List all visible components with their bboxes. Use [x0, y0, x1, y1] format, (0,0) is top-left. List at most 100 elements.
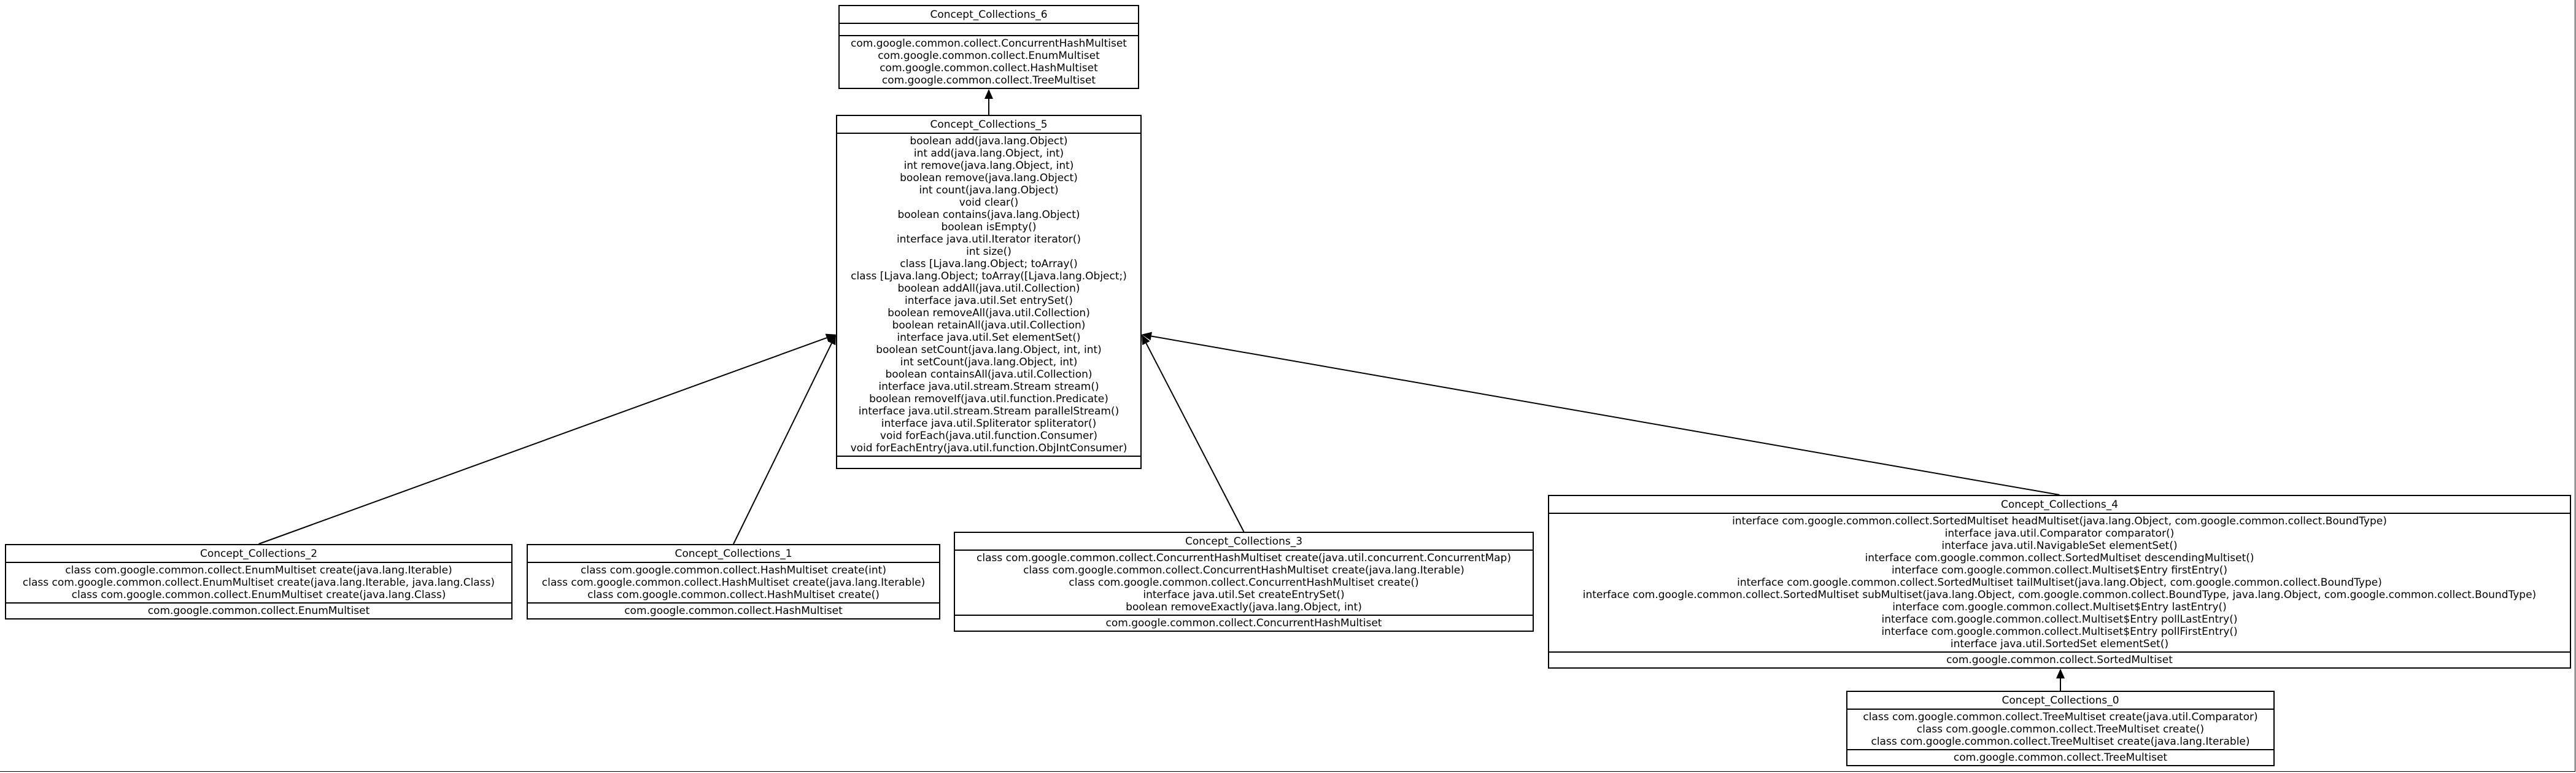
attribute-line: void forEach(java.util.function.Consumer…	[880, 430, 1098, 442]
attribute-line: interface com.google.common.collect.Sort…	[1737, 577, 2382, 589]
attribute-line: class [Ljava.lang.Object; toArray([Ljava…	[851, 270, 1127, 282]
arrowhead-c4-c5	[1142, 332, 1152, 341]
arrowhead-c5-c6	[984, 89, 993, 99]
node-objects: com.google.common.collect.ConcurrentHash…	[840, 35, 1138, 88]
attribute-line: class com.google.common.collect.HashMult…	[541, 577, 926, 589]
arrowhead-c2-c5	[825, 333, 836, 342]
attribute-line: boolean removeExactly(java.lang.Object, …	[1126, 601, 1362, 613]
node-objects: com.google.common.collect.ConcurrentHash…	[955, 615, 1533, 631]
attribute-line: boolean contains(java.lang.Object)	[897, 209, 1080, 221]
object-line: com.google.common.collect.EnumMultiset	[147, 605, 370, 617]
node-title: Concept_Collections_3	[1185, 535, 1303, 548]
attribute-line: interface com.google.common.collect.Mult…	[1881, 626, 2238, 638]
attribute-line: int size()	[966, 246, 1011, 258]
attribute-line: class com.google.common.collect.HashMult…	[587, 589, 880, 601]
edge-c1-c5	[733, 343, 832, 545]
attribute-line: interface com.google.common.collect.Sort…	[1582, 589, 2537, 601]
attribute-line: interface java.util.stream.Stream stream…	[878, 381, 1099, 393]
attribute-line: int setCount(java.lang.Object, int)	[900, 356, 1078, 368]
arrowhead-c1-c5	[827, 334, 836, 346]
object-line: com.google.common.collect.ConcurrentHash…	[1105, 617, 1382, 629]
attribute-line: class com.google.common.collect.Concurre…	[1069, 577, 1419, 589]
attribute-line: interface java.util.NavigableSet element…	[1941, 540, 2178, 552]
attribute-line: class com.google.common.collect.TreeMult…	[1916, 723, 2205, 736]
attribute-line: boolean isEmpty()	[941, 221, 1037, 233]
object-line: com.google.common.collect.EnumMultiset	[878, 50, 1100, 62]
concept-node-1[interactable]: Concept_Collections_1 class com.google.c…	[527, 544, 940, 620]
object-line: com.google.common.collect.HashMultiset	[624, 605, 843, 617]
attribute-line: int add(java.lang.Object, int)	[913, 147, 1064, 160]
node-attributes: class com.google.common.collect.Concurre…	[955, 550, 1533, 615]
node-attributes: class com.google.common.collect.TreeMult…	[1847, 709, 2273, 749]
node-title: Concept_Collections_1	[675, 548, 792, 560]
attribute-line: interface com.google.common.collect.Mult…	[1892, 601, 2227, 613]
node-title: Concept_Collections_6	[930, 9, 1048, 21]
node-attributes: interface com.google.common.collect.Sort…	[1549, 513, 2570, 651]
node-attributes: class com.google.common.collect.HashMult…	[528, 562, 939, 602]
node-title: Concept_Collections_0	[2002, 694, 2119, 707]
attribute-line: interface java.util.Iterator iterator()	[896, 233, 1081, 246]
node-attributes: class com.google.common.collect.EnumMult…	[6, 562, 511, 602]
concept-node-2[interactable]: Concept_Collections_2 class com.google.c…	[5, 544, 512, 620]
edge-c4-c5	[1151, 335, 2060, 495]
node-title: Concept_Collections_2	[199, 548, 318, 560]
concept-node-3[interactable]: Concept_Collections_3 class com.google.c…	[954, 532, 1534, 632]
object-line: com.google.common.collect.HashMultiset	[880, 62, 1098, 74]
attribute-line: boolean setCount(java.lang.Object, int, …	[876, 344, 1102, 356]
attribute-line: interface com.google.common.collect.Mult…	[1891, 564, 2228, 577]
attribute-line: class com.google.common.collect.EnumMult…	[22, 577, 495, 589]
node-title: Concept_Collections_5	[930, 118, 1048, 131]
concept-node-0[interactable]: Concept_Collections_0 class com.google.c…	[1846, 691, 2275, 766]
object-line: com.google.common.collect.TreeMultiset	[1953, 752, 2168, 764]
concept-node-4[interactable]: Concept_Collections_4 interface com.goog…	[1548, 495, 2571, 669]
node-objects: com.google.common.collect.SortedMultiset	[1549, 651, 2570, 667]
attribute-line: class com.google.common.collect.TreeMult…	[1871, 736, 2250, 748]
attribute-line: boolean removeIf(java.util.function.Pred…	[869, 393, 1108, 405]
node-objects	[837, 456, 1140, 468]
node-title: Concept_Collections_4	[2000, 499, 2119, 511]
attribute-line: boolean containsAll(java.util.Collection…	[885, 368, 1093, 381]
attribute-line: interface java.util.Comparator comparato…	[1944, 527, 2175, 540]
attribute-line: boolean remove(java.lang.Object)	[900, 172, 1078, 184]
node-objects: com.google.common.collect.EnumMultiset	[6, 602, 511, 618]
attribute-line: boolean add(java.lang.Object)	[910, 135, 1068, 147]
object-line: com.google.common.collect.SortedMultiset	[1946, 654, 2173, 666]
attribute-line: boolean removeAll(java.util.Collection)	[888, 307, 1090, 319]
edge-c3-c5	[1145, 343, 1245, 532]
attribute-line: interface com.google.common.collect.Sort…	[1732, 515, 2387, 527]
attribute-line: interface java.util.stream.Stream parall…	[858, 405, 1120, 418]
node-attributes	[840, 23, 1138, 35]
node-objects: com.google.common.collect.TreeMultiset	[1847, 749, 2273, 765]
attribute-line: void forEachEntry(java.util.function.Obj…	[850, 442, 1127, 454]
attribute-line: interface java.util.SortedSet elementSet…	[1950, 638, 2169, 650]
attribute-line: boolean addAll(java.util.Collection)	[897, 282, 1080, 295]
concept-node-5[interactable]: Concept_Collections_5 boolean add(java.l…	[836, 115, 1142, 469]
object-line: com.google.common.collect.ConcurrentHash…	[851, 37, 1127, 50]
attribute-line: int count(java.lang.Object)	[919, 184, 1059, 196]
attribute-line: interface java.util.Set entrySet()	[905, 295, 1073, 307]
node-objects: com.google.common.collect.HashMultiset	[528, 602, 939, 618]
attribute-line: class com.google.common.collect.TreeMult…	[1863, 711, 2258, 723]
attribute-line: class [Ljava.lang.Object; toArray()	[900, 258, 1078, 270]
attribute-line: interface com.google.common.collect.Sort…	[1865, 552, 2254, 564]
node-attributes: boolean add(java.lang.Object)int add(jav…	[837, 133, 1140, 456]
object-line: com.google.common.collect.TreeMultiset	[881, 74, 1096, 87]
edge-c2-c5	[258, 337, 827, 545]
attribute-line: interface java.util.Set elementSet()	[897, 332, 1081, 344]
attribute-line: interface java.util.Spliterator splitera…	[881, 418, 1097, 430]
attribute-line: class com.google.common.collect.Concurre…	[1023, 564, 1464, 577]
attribute-line: interface com.google.common.collect.Mult…	[1881, 613, 2238, 626]
attribute-line: boolean retainAll(java.util.Collection)	[892, 319, 1086, 332]
attribute-line: class com.google.common.collect.Concurre…	[977, 552, 1511, 564]
attribute-line: class com.google.common.collect.EnumMult…	[71, 589, 446, 601]
attribute-line: int remove(java.lang.Object, int)	[903, 160, 1074, 172]
attribute-line: class com.google.common.collect.EnumMult…	[65, 564, 452, 577]
attribute-line: interface java.util.Set createEntrySet()	[1143, 589, 1345, 601]
concept-node-6[interactable]: Concept_Collections_6 com.google.common.…	[838, 5, 1139, 89]
attribute-line: void clear()	[959, 196, 1019, 209]
arrowhead-c0-c4	[2056, 669, 2065, 678]
arrowhead-c3-c5	[1142, 334, 1150, 346]
attribute-line: class com.google.common.collect.HashMult…	[581, 564, 886, 577]
